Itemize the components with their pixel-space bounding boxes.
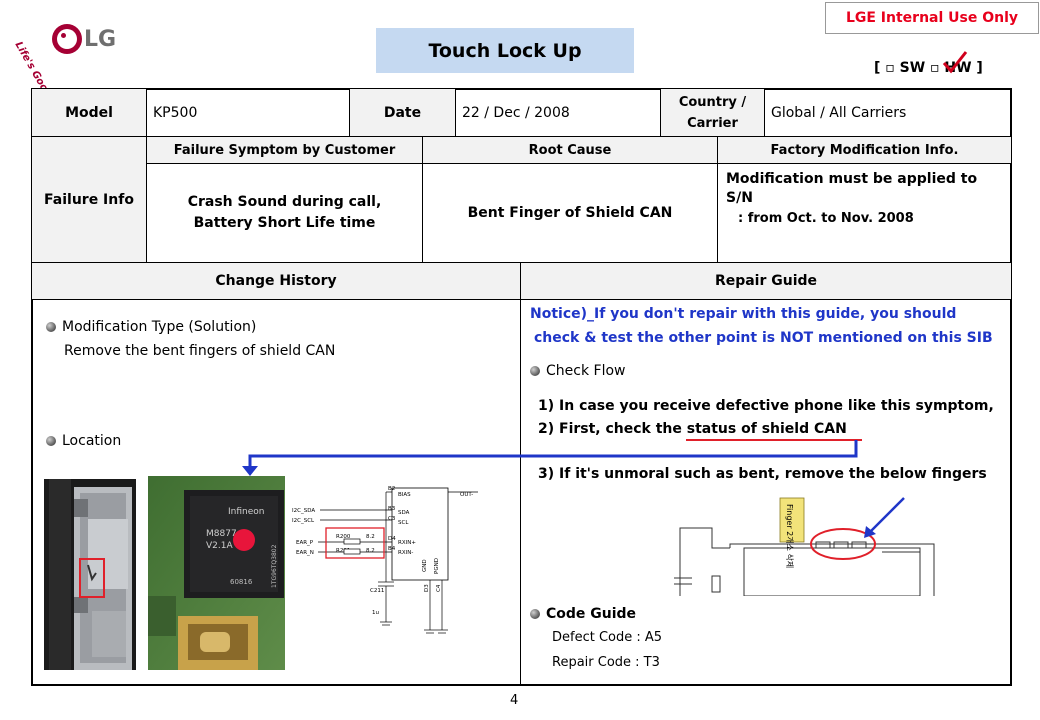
res-value-2: 8.2 [366,548,375,554]
notice-line-1: Notice)_If you don't repair with this gu… [530,306,957,322]
repair-guide-header: Repair Guide [520,262,1012,300]
pin-sda: SDA [398,510,410,516]
symptom-line-1: Crash Sound during call, [187,194,382,210]
code-guide-title: Code Guide [546,606,637,622]
factory-mod-cell: Modification must be applied to S/N : fr… [717,163,1012,263]
check-step-3: 3) If it's unmoral such as bent, remove … [538,466,987,482]
pin-d3: D3 [424,584,430,592]
repair-code: Repair Code : T3 [552,655,660,670]
location-title: Location [62,433,122,449]
lg-logo-text: LG [84,27,117,52]
root-cause-value: Bent Finger of Shield CAN [422,163,718,263]
connector-arrow [242,440,858,476]
chip-line-3: V2.1A [206,541,233,551]
symptom-line-2: Battery Short Life time [193,215,376,231]
date-label: Date [349,88,456,137]
bullet-icon [46,436,56,446]
page-title: Touch Lock Up [376,28,634,73]
lg-logo-eye [61,33,66,38]
schematic-diagram: BIAS SDA SCL RXIN+ RXIN- OUT- B2 B3 C3 D… [292,486,478,634]
pcb-chip-photo: Infineon M8877 V2.1A 60816 1TG96TQ3802 [148,476,285,670]
pin-c3: C3 [388,516,396,522]
root-cause-header: Root Cause [422,136,718,164]
pin-scl: SCL [398,520,409,526]
bullet-icon [530,609,540,619]
shield-finger-diagram: Finger 2개소 삭제 [674,497,935,596]
page-number: 4 [510,693,519,708]
factory-mod-line-1: Modification must be applied to S/N [726,171,978,206]
shield-can-photo [44,479,136,670]
check-step-2: 2) First, check the status of shield CAN [538,421,847,437]
net-i2c-sda: I2C_SDA [292,508,315,514]
pin-rxinp: RXIN+ [398,540,416,546]
lg-logo-inner [57,29,77,49]
net-ear-p: EAR_P [296,540,314,546]
net-i2c-scl: I2C_SCL [292,518,315,524]
pin-b2: B2 [388,486,395,492]
pin-c4: C4 [436,584,442,592]
country-value: Global / All Carriers [764,88,1012,137]
pin-d4: D4 [388,536,396,542]
notice-line-2: check & test the other point is NOT ment… [534,330,993,346]
check-flow-title: Check Flow [546,363,626,379]
symptom-cell: Crash Sound during call, Battery Short L… [146,163,423,263]
pin-b4: B4 [388,546,396,552]
date-value: 22 / Dec / 2008 [455,88,661,137]
checkmark-icon [942,51,968,74]
internal-use-badge: LGE Internal Use Only [825,2,1039,34]
chip-side-code: 1TG96TQ3802 [271,544,278,588]
cap-c211: C211 [370,588,384,594]
net-ear-n: EAR_N [296,550,314,556]
bullet-icon [530,366,540,376]
pin-b3: B3 [388,506,396,512]
check-flow-heading: Check Flow [530,363,625,379]
res-value-1: 8.2 [366,534,375,540]
pin-pgnd: PGND [434,558,440,574]
res-r201: R201 [336,548,350,554]
mod-type-title: Modification Type (Solution) [62,319,257,335]
repair-guide-body [520,299,1012,686]
res-r200: R200 [336,534,351,540]
check-step-1: 1) In case you receive defective phone l… [538,398,994,414]
highlight-underline [686,439,862,441]
pin-bias: BIAS [398,492,411,498]
location-heading: Location [46,433,121,449]
model-value: KP500 [146,88,350,137]
factory-mod-line-2: : from Oct. to Nov. 2008 [738,211,914,226]
failure-info-label: Failure Info [31,136,147,263]
cap-value: 1u [372,610,379,616]
country-label: Country / Carrier [660,88,765,137]
defect-code: Defect Code : A5 [552,630,663,645]
chip-line-1: Infineon [228,507,264,517]
mod-type-desc: Remove the bent fingers of shield CAN [64,343,336,359]
bullet-icon [46,322,56,332]
chip-line-2: M8877 [206,529,237,539]
pin-out: OUT- [460,492,473,498]
pin-gnd: GND [422,559,428,572]
model-label: Model [31,88,147,137]
factory-mod-header: Factory Modification Info. [717,136,1012,164]
change-history-header: Change History [31,262,521,300]
chip-line-4: 60816 [230,578,253,586]
mod-type-heading: Modification Type (Solution) [46,319,256,335]
code-guide-heading: Code Guide [530,606,636,622]
pin-rxinm: RXIN- [398,550,413,556]
finger-callout: Finger 2개소 삭제 [785,504,795,568]
symptom-header: Failure Symptom by Customer [146,136,423,164]
